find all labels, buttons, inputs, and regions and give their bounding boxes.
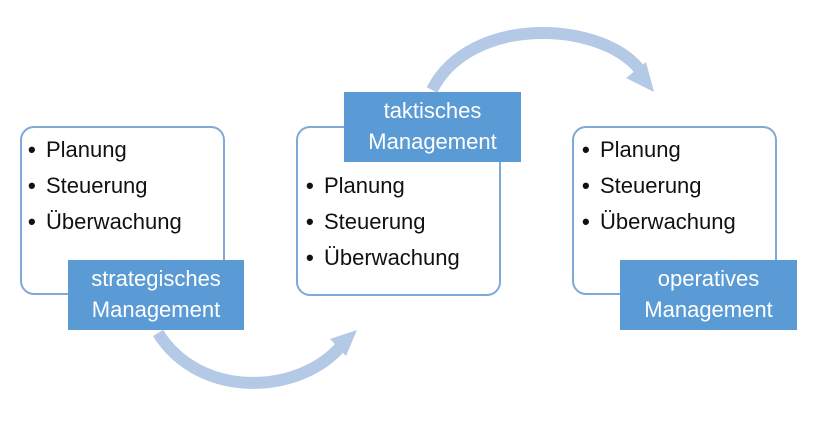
bullet-icon: • — [28, 137, 36, 162]
bullet-icon: • — [582, 137, 590, 162]
list-item: • Steuerung — [582, 168, 736, 204]
arrowhead-tactical-to-operative — [626, 62, 654, 92]
stage-title-line: operatives — [657, 266, 760, 291]
task-label: Planung — [324, 173, 405, 198]
curved-arrow-strategic-to-tactical — [152, 329, 347, 389]
bullet-icon: • — [306, 173, 314, 198]
list-item: • Steuerung — [28, 168, 182, 204]
task-label: Überwachung — [324, 245, 460, 270]
list-item: • Überwachung — [582, 204, 736, 240]
stage-title-line: Management — [368, 129, 497, 154]
arrowhead-strategic-to-tactical — [330, 330, 357, 356]
stage-title-line: Management — [91, 297, 221, 322]
stage-label-strategic: strategisches Management — [68, 260, 244, 330]
bullet-icon: • — [28, 209, 36, 234]
bullet-icon: • — [306, 245, 314, 270]
task-list-strategic: • Planung • Steuerung • Überwachung — [28, 132, 182, 240]
task-label: Planung — [600, 137, 681, 162]
bullet-icon: • — [582, 173, 590, 198]
bullet-icon: • — [582, 209, 590, 234]
list-item: • Überwachung — [306, 240, 460, 276]
list-item: • Planung — [582, 132, 736, 168]
task-label: Planung — [46, 137, 127, 162]
list-item: • Planung — [28, 132, 182, 168]
task-list-tactical: • Planung • Steuerung • Überwachung — [306, 168, 460, 276]
stage-label-operative: operatives Management — [620, 260, 797, 330]
bullet-icon: • — [28, 173, 36, 198]
stage-label-tactical: taktisches Management — [344, 92, 521, 162]
list-item: • Steuerung — [306, 204, 460, 240]
task-label: Steuerung — [324, 209, 426, 234]
task-label: Überwachung — [600, 209, 736, 234]
stage-title-line: Management — [644, 297, 773, 322]
task-label: Überwachung — [46, 209, 182, 234]
list-item: • Überwachung — [28, 204, 182, 240]
stage-title-line: taktisches — [383, 98, 482, 123]
stage-title-line: strategisches — [91, 266, 221, 291]
curved-arrow-tactical-to-operative — [426, 26, 645, 93]
task-label: Steuerung — [600, 173, 702, 198]
task-label: Steuerung — [46, 173, 148, 198]
task-list-operative: • Planung • Steuerung • Überwachung — [582, 132, 736, 240]
bullet-icon: • — [306, 209, 314, 234]
list-item: • Planung — [306, 168, 460, 204]
